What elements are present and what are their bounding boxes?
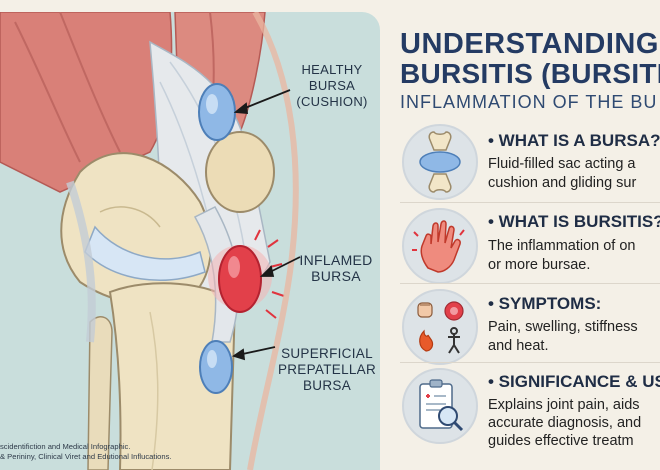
callout-text: (CUSHION) — [296, 94, 368, 109]
callout-text: PREPATELLAR — [277, 362, 377, 377]
section-text: cushion and gliding sur — [488, 175, 637, 191]
callout-text: BURSA — [308, 78, 356, 93]
footer-line: & Perininy, Clinical Viret and Edutional… — [0, 452, 172, 461]
section-text: The inflammation of on — [488, 238, 636, 254]
callout-text: INFLAMED — [299, 252, 373, 268]
inflamed-bursa — [218, 245, 262, 313]
section-heading: • WHAT IS A BURSA? — [488, 131, 660, 150]
section-text: Fluid-filled sac acting a — [488, 156, 636, 172]
knee-illustration-panel: HEALTHY BURSA (CUSHION) INFLAMED BURSA S… — [0, 12, 380, 470]
prepatellar-bursa-callout: SUPERFICIAL PREPATELLAR BURSA — [274, 346, 380, 394]
cartilage — [84, 225, 206, 281]
inflammation-marks — [254, 229, 285, 319]
section-text: accurate diagnosis, and — [488, 415, 642, 431]
section-text: guides effective treatm — [488, 433, 634, 449]
section-text: and heat. — [488, 338, 549, 354]
section-divider — [400, 202, 660, 203]
red-hand-pain-icon — [402, 208, 478, 284]
inflamed-bursa-callout: INFLAMED BURSA — [296, 252, 376, 284]
callout-text: BURSA — [302, 378, 351, 393]
callout-arrows — [231, 89, 301, 361]
prepatellar-bursa — [199, 340, 233, 394]
section-divider — [400, 362, 660, 363]
page-subtitle: INFLAMMATION OF THE BU — [400, 92, 658, 112]
patella-bone — [205, 131, 275, 213]
section-text: or more bursae. — [488, 257, 591, 273]
page-title-line1: UNDERSTANDING — [400, 28, 659, 60]
knee-anatomy-drawing — [0, 12, 301, 470]
callout-text: BURSA — [311, 268, 361, 284]
section-divider — [400, 283, 660, 284]
callout-text: HEALTHY — [301, 62, 363, 77]
swelling-icon — [444, 301, 464, 321]
bursa-joint-icon — [402, 124, 478, 200]
tibia-bone — [108, 282, 237, 470]
fist-icon — [417, 302, 433, 318]
footer-credits: scidentifiction and Medical Infographic.… — [0, 442, 172, 462]
symptoms-icons — [402, 289, 478, 365]
section-text: Pain, swelling, stiffness — [488, 319, 638, 335]
section-heading: • WHAT IS BURSITIS? — [488, 212, 660, 231]
clipboard-magnifier-icon — [402, 368, 478, 444]
healthy-bursa — [198, 83, 236, 141]
footer-line: scidentifiction and Medical Infographic. — [0, 442, 131, 451]
section-heading: • SYMPTOMS: — [488, 294, 602, 313]
stiffness-figure-icon — [448, 327, 460, 354]
page-title-line2: BURSITIS (BURSITE — [400, 58, 660, 89]
callout-text: SUPERFICIAL — [281, 346, 373, 361]
heat-flame-icon — [419, 329, 434, 352]
healthy-bursa-callout: HEALTHY BURSA (CUSHION) — [292, 62, 372, 110]
section-text: Explains joint pain, aids — [488, 397, 640, 413]
section-heading: • SIGNIFICANCE & US — [488, 372, 660, 391]
